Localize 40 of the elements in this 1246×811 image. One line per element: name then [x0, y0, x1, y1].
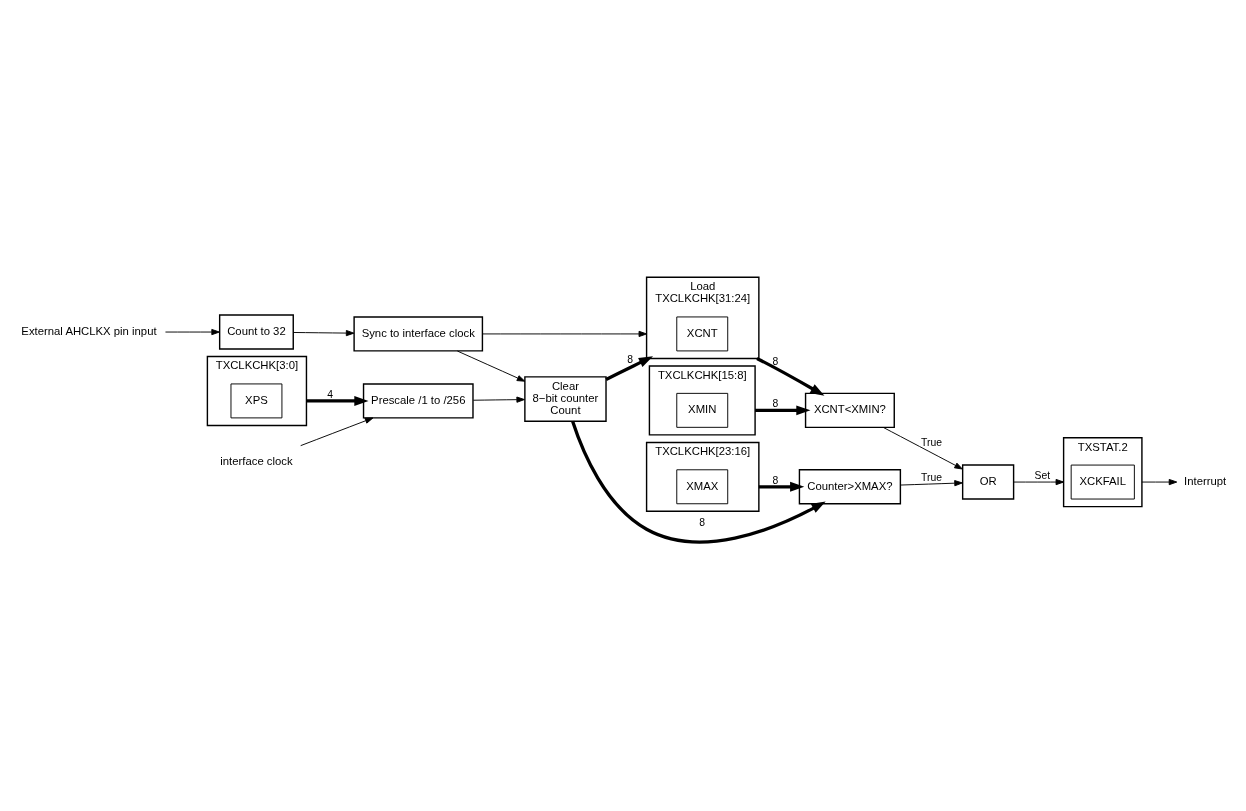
- arrow: [306, 395, 369, 406]
- arrow: [900, 479, 963, 486]
- node-box: XMAX: [676, 468, 729, 504]
- edge-label: Set: [1034, 469, 1051, 481]
- arrow: [571, 420, 826, 544]
- arrow: [755, 404, 811, 415]
- node-text: External AHCLKX pin input: [21, 324, 157, 337]
- node-box: Count to 32: [218, 313, 294, 350]
- edge-label: 8: [772, 397, 779, 409]
- edge-label: 8: [772, 355, 779, 367]
- node-text: Interrupt: [1184, 474, 1227, 487]
- node-box: Counter>XMAX?: [798, 468, 902, 504]
- arrow: [300, 417, 374, 446]
- node-box: XPS: [230, 382, 283, 418]
- arrow: [472, 396, 525, 403]
- arrow: [1013, 478, 1065, 485]
- arrow: [292, 329, 355, 336]
- arrow: [882, 426, 963, 469]
- arrow: [1141, 478, 1178, 485]
- arrow: [758, 481, 805, 492]
- edge-label: True: [921, 436, 942, 448]
- arrow: [605, 355, 654, 381]
- node-box: Clear 8−bit counter Count: [524, 375, 607, 422]
- node-box: Prescale /1 to /256: [362, 382, 474, 419]
- node-box: Sync to interface clock: [353, 315, 484, 352]
- arrow: [165, 328, 220, 335]
- node-box: XCKFAIL: [1070, 464, 1135, 499]
- node-box: XMIN: [676, 392, 729, 428]
- node-box: XCNT<XMIN?: [804, 392, 895, 428]
- arrow: [482, 330, 648, 337]
- edge-label: 4: [327, 388, 333, 400]
- arrow: [756, 356, 825, 396]
- edge-label: 8: [627, 353, 633, 365]
- edge-label: 8: [772, 474, 779, 486]
- node-text: interface clock: [220, 454, 293, 467]
- node-box: XCNT: [676, 315, 729, 351]
- node-box: OR: [961, 463, 1015, 500]
- arrow: [456, 350, 526, 382]
- edge-label: True: [921, 471, 942, 483]
- edge-label: 8: [699, 516, 706, 528]
